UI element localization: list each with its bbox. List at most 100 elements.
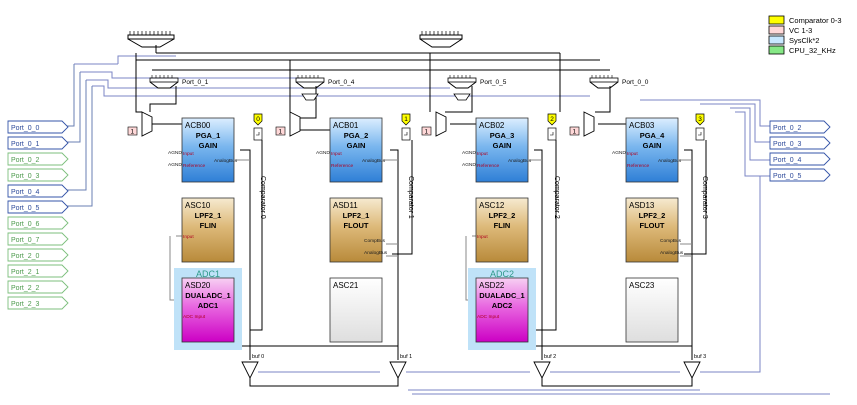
pin-label: Input: [627, 151, 638, 157]
mux-select-box: [421, 126, 432, 136]
block-asc21[interactable]: ASC21: [329, 277, 383, 343]
bus-gauges: [127, 31, 463, 48]
port-pin[interactable]: Port_2_1: [7, 264, 69, 278]
gauge-icon: [419, 31, 463, 48]
port-pin[interactable]: Port_0_1: [7, 136, 69, 150]
input-mux[interactable]: 1: [127, 111, 153, 137]
pin-label: AnalogBus: [214, 158, 238, 164]
port-shape: [7, 120, 69, 134]
buffer-icon: [683, 361, 701, 380]
comparator-tag: [253, 113, 263, 126]
legend-item: VC 1-3: [768, 25, 812, 35]
comparator-box: [547, 127, 557, 141]
buffer-label: buf 3: [694, 354, 706, 360]
port-label: Port_0_2: [773, 125, 802, 132]
block-instance: DUALADC_1: [185, 291, 230, 300]
sub-mux-icon: [453, 93, 471, 101]
port-shape: [769, 152, 831, 166]
port-pin[interactable]: Port_0_6: [7, 216, 69, 230]
mux-icon: [435, 111, 447, 137]
block-body: [181, 117, 235, 183]
port-label: Port_0_3: [11, 173, 40, 180]
legend-swatch: [768, 15, 785, 25]
port-label: Port_2_2: [11, 285, 40, 292]
pin-label: AnalogBus: [508, 158, 532, 164]
gauge-icon: [127, 31, 175, 48]
comparator-box: [253, 127, 263, 141]
pin-label: AGND: [612, 150, 626, 156]
output-buffer[interactable]: buf 1: [389, 354, 412, 380]
port-pin[interactable]: Port_0_0: [7, 120, 69, 134]
mux-select-box: [275, 126, 286, 136]
block-asc23[interactable]: ASC23: [625, 277, 679, 343]
pin-label: AnalogBus: [362, 158, 386, 164]
port-pin[interactable]: Port_0_7: [7, 232, 69, 246]
port-pin[interactable]: Port_0_2: [7, 152, 69, 166]
block-body: [625, 117, 679, 183]
port-pin[interactable]: Port_2_3: [7, 296, 69, 310]
port-mux[interactable]: Port_0_5: [447, 75, 507, 101]
legend-item: SysClk*2: [768, 35, 819, 45]
block-body: [475, 277, 529, 343]
output-buffer[interactable]: buf 2: [533, 354, 556, 380]
port-pin[interactable]: Port_0_3: [769, 136, 831, 150]
pin-label: AnalogBus: [658, 158, 682, 164]
port-mux[interactable]: Port_0_0: [589, 75, 649, 89]
top-mux-group: Port_0_1 Port_0_4 Port_0_5 Port_0_0: [149, 75, 649, 101]
buffer-label: buf 2: [544, 354, 556, 360]
legend-swatch: [768, 35, 785, 45]
block-id: ACB03: [629, 121, 655, 130]
block-function: GAIN: [347, 141, 366, 150]
block-id: ASC10: [185, 201, 211, 210]
port-shape: [7, 264, 69, 278]
comparator-label: Comparator 0: [259, 176, 266, 219]
block-body: [625, 197, 679, 263]
comparator-tag: [401, 113, 411, 126]
block-acb02[interactable]: ACB02PGA_3GAINAGNDAGNDInputReferenceAnal…: [462, 117, 532, 183]
output-buffer[interactable]: buf 3: [683, 354, 706, 380]
port-pin[interactable]: Port_0_5: [769, 168, 831, 182]
output-buffer[interactable]: buf 0: [241, 354, 264, 380]
port-pin[interactable]: Port_0_3: [7, 168, 69, 182]
port-pin[interactable]: Port_0_5: [7, 200, 69, 214]
wiring: [66, 45, 830, 395]
port-mux[interactable]: Port_0_1: [149, 75, 209, 89]
port-pin[interactable]: Port_2_0: [7, 248, 69, 262]
port-pin[interactable]: Port_2_2: [7, 280, 69, 294]
block-instance: LPF2_2: [489, 211, 516, 220]
port-mux[interactable]: Port_0_4: [295, 75, 355, 101]
input-mux[interactable]: 1: [421, 111, 447, 137]
comparator-box: [401, 127, 411, 141]
port-label: Port_0_4: [11, 189, 40, 196]
block-id: ASC12: [479, 201, 505, 210]
port-label: Port_0_3: [773, 141, 802, 148]
port-pin[interactable]: Port_0_2: [769, 120, 831, 134]
block-acb00[interactable]: ACB00PGA_1GAINAGNDAGNDInputReferenceAnal…: [168, 117, 238, 183]
input-mux[interactable]: 1: [275, 111, 301, 137]
port-label: Port_0_7: [11, 237, 40, 244]
pin-label: Input: [331, 151, 342, 157]
pin-label: AGND: [462, 150, 476, 156]
port-shape: [769, 120, 831, 134]
input-mux[interactable]: 1: [569, 111, 595, 137]
port-label: Port_0_2: [11, 157, 40, 164]
mux-select-box: [569, 126, 580, 136]
block-body: [329, 117, 383, 183]
port-pin[interactable]: Port_0_4: [769, 152, 831, 166]
port-label: Port_0_4: [773, 157, 802, 164]
port-pin[interactable]: Port_0_4: [7, 184, 69, 198]
